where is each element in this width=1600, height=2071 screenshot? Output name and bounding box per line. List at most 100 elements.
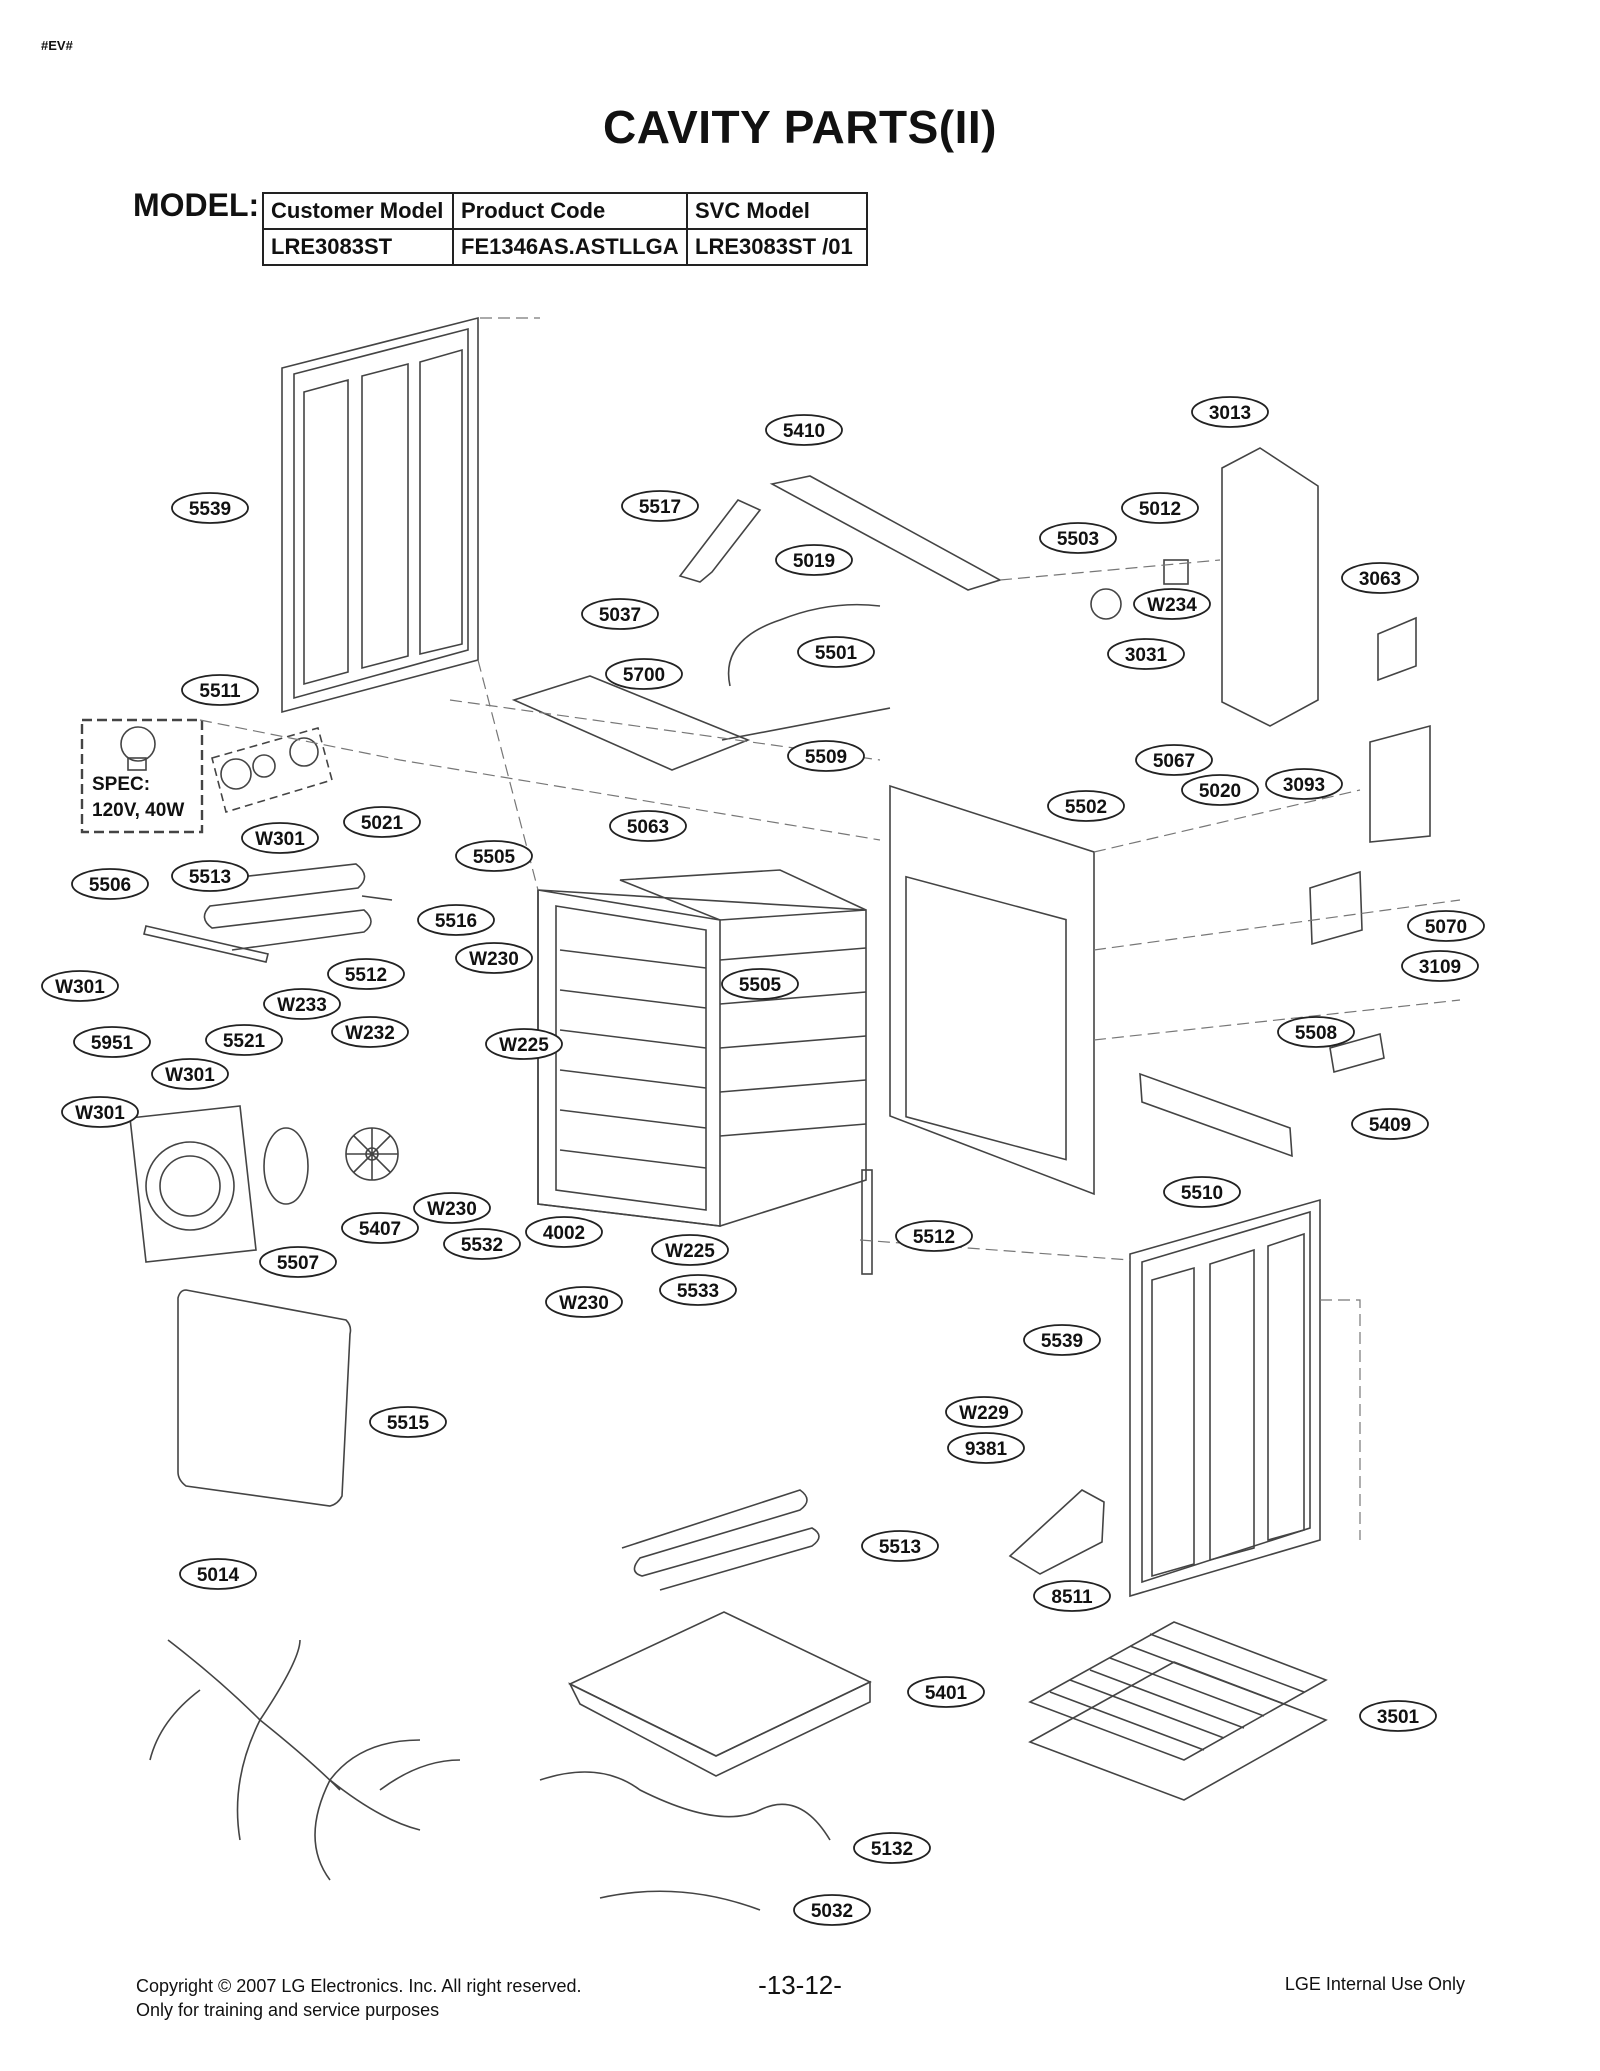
bracket-5517-drawing bbox=[678, 499, 762, 583]
part-label: 5700 bbox=[605, 658, 683, 690]
part-label: 5512 bbox=[895, 1220, 973, 1252]
svg-text:5012: 5012 bbox=[1139, 499, 1181, 520]
rear-panel-drawing bbox=[889, 784, 1095, 1196]
part-label: W230 bbox=[455, 942, 533, 974]
part-label: W233 bbox=[263, 988, 341, 1020]
svg-text:9381: 9381 bbox=[965, 1439, 1008, 1460]
part-label: 5951 bbox=[73, 1026, 151, 1058]
svg-text:W230: W230 bbox=[427, 1199, 477, 1220]
svg-text:5532: 5532 bbox=[461, 1235, 503, 1256]
part-labels: 5539 5410 3013 5517 5012 5503 5019 3063 … bbox=[41, 396, 1485, 1926]
svg-text:5509: 5509 bbox=[805, 747, 847, 768]
document-tag: #EV# bbox=[41, 38, 73, 53]
part-label: 5516 bbox=[417, 904, 495, 936]
part-label: 5410 bbox=[765, 414, 843, 446]
part-label: 3031 bbox=[1107, 638, 1185, 670]
part-label: 5070 bbox=[1407, 910, 1485, 942]
copyright-text: Copyright © 2007 LG Electronics. Inc. Al… bbox=[136, 1976, 582, 1996]
wire-5132-drawing bbox=[539, 1771, 831, 1841]
part-label: 5533 bbox=[659, 1274, 737, 1306]
part-label: 3109 bbox=[1401, 950, 1479, 982]
svg-text:3063: 3063 bbox=[1359, 569, 1401, 590]
part-label: 3501 bbox=[1359, 1700, 1437, 1732]
svg-text:5032: 5032 bbox=[811, 1901, 853, 1922]
svg-text:5132: 5132 bbox=[871, 1839, 913, 1860]
spec-value: 120V, 40W bbox=[92, 800, 184, 821]
convection-cover-drawing bbox=[129, 1105, 257, 1263]
part-label: 5509 bbox=[787, 740, 865, 772]
svg-text:W225: W225 bbox=[499, 1035, 549, 1056]
part-label: 5401 bbox=[907, 1676, 985, 1708]
part-label: 5063 bbox=[609, 810, 687, 842]
part-label: 5505 bbox=[455, 840, 533, 872]
part-label: W230 bbox=[413, 1192, 491, 1224]
part-label: 5517 bbox=[621, 490, 699, 522]
model-table-header-row: Customer Model Product Code SVC Model bbox=[262, 192, 868, 230]
assembly-lines bbox=[199, 317, 1461, 1540]
svg-text:5700: 5700 bbox=[623, 665, 665, 686]
page-number: -13-12- bbox=[758, 1970, 842, 2000]
svg-text:5517: 5517 bbox=[639, 497, 681, 518]
part-label: 9381 bbox=[947, 1432, 1025, 1464]
svg-text:3109: 3109 bbox=[1419, 957, 1461, 978]
svg-text:5020: 5020 bbox=[1199, 781, 1241, 802]
cell-product-code: FE1346AS.ASTLLGA bbox=[452, 228, 688, 266]
broil-element-left-drawing bbox=[195, 863, 393, 951]
svg-text:3501: 3501 bbox=[1377, 1707, 1420, 1728]
svg-text:5021: 5021 bbox=[361, 813, 404, 834]
training-purpose-text: Only for training and service purposes bbox=[136, 2000, 440, 2020]
part-label: 5407 bbox=[341, 1212, 419, 1244]
bracket-8511-drawing bbox=[1008, 1489, 1105, 1575]
part-label: 5513 bbox=[171, 860, 249, 892]
svg-text:5063: 5063 bbox=[627, 817, 669, 838]
bottom-pan-drawing bbox=[568, 1611, 872, 1777]
svg-text:W301: W301 bbox=[255, 829, 305, 850]
sensor-5503-drawing bbox=[1090, 588, 1122, 620]
svg-text:5521: 5521 bbox=[223, 1031, 266, 1052]
svg-text:5512: 5512 bbox=[913, 1227, 955, 1248]
svg-text:5513: 5513 bbox=[189, 867, 231, 888]
broil-element-bottom-drawing bbox=[621, 1489, 820, 1591]
lamp-assembly-drawing bbox=[211, 727, 333, 814]
svg-text:5014: 5014 bbox=[197, 1565, 240, 1586]
svg-text:W230: W230 bbox=[469, 949, 519, 970]
svg-text:5513: 5513 bbox=[879, 1537, 921, 1558]
svg-text:W225: W225 bbox=[665, 1241, 715, 1262]
internal-use-notice: LGE Internal Use Only bbox=[1284, 1974, 1465, 1994]
svg-text:3093: 3093 bbox=[1283, 775, 1325, 796]
svg-text:W301: W301 bbox=[165, 1065, 215, 1086]
part-label: W225 bbox=[485, 1028, 563, 1060]
svg-text:5512: 5512 bbox=[345, 965, 387, 986]
bracket-3013-drawing bbox=[1221, 447, 1319, 727]
side-panel-right-drawing bbox=[1129, 1198, 1321, 1598]
part-label: 3013 bbox=[1191, 396, 1269, 428]
part-label: 5539 bbox=[171, 492, 249, 524]
part-label: W230 bbox=[545, 1286, 623, 1318]
part-label: 5507 bbox=[259, 1246, 337, 1278]
cavity-top-drawing bbox=[511, 675, 751, 771]
part-label: 5501 bbox=[797, 636, 875, 668]
part-label: 5019 bbox=[775, 544, 853, 576]
cell-svc-model: LRE3083ST /01 bbox=[686, 228, 868, 266]
svg-text:5951: 5951 bbox=[91, 1033, 134, 1054]
header-svc-model: SVC Model bbox=[686, 192, 868, 230]
part-label: 5515 bbox=[369, 1406, 447, 1438]
svg-text:5501: 5501 bbox=[815, 643, 858, 664]
rod-5501-drawing bbox=[721, 707, 891, 741]
header-customer-model: Customer Model bbox=[262, 192, 454, 230]
part-label: 5020 bbox=[1181, 774, 1259, 806]
svg-text:5503: 5503 bbox=[1057, 529, 1099, 550]
part-label: 5510 bbox=[1163, 1176, 1241, 1208]
fan-blade-drawing bbox=[345, 1127, 399, 1181]
svg-text:5502: 5502 bbox=[1065, 797, 1107, 818]
page-title: CAVITY PARTS(II) bbox=[603, 101, 997, 153]
svg-text:5539: 5539 bbox=[1041, 1331, 1083, 1352]
svg-text:W301: W301 bbox=[55, 977, 105, 998]
part-label: W232 bbox=[331, 1016, 409, 1048]
part-label: 5539 bbox=[1023, 1324, 1101, 1356]
svg-text:5409: 5409 bbox=[1369, 1115, 1411, 1136]
footer-copyright: Copyright © 2007 LG Electronics. Inc. Al… bbox=[136, 1974, 581, 2022]
wiring-harness-5014-drawing bbox=[149, 1639, 461, 1881]
wire-5019-drawing bbox=[727, 603, 881, 687]
